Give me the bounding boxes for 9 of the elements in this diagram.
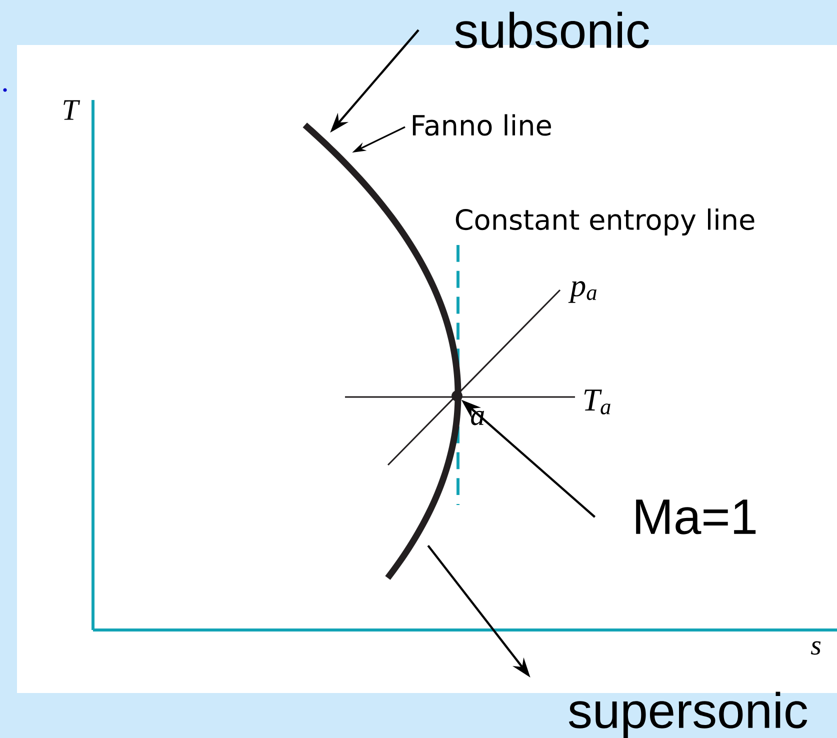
text-label: Ma=1 [636, 500, 756, 534]
axis-label: T [64, 100, 80, 120]
text-label: Constant entropy line [456, 208, 754, 236]
line-label: p$_{a}$ [568, 281, 596, 303]
text-label: Fanno line [412, 114, 551, 136]
text-label: subsonic [455, 12, 649, 48]
axis-label: s [810, 641, 821, 655]
text-label: supersonic [568, 692, 808, 738]
line-label: T$_{a}$ [584, 390, 610, 414]
